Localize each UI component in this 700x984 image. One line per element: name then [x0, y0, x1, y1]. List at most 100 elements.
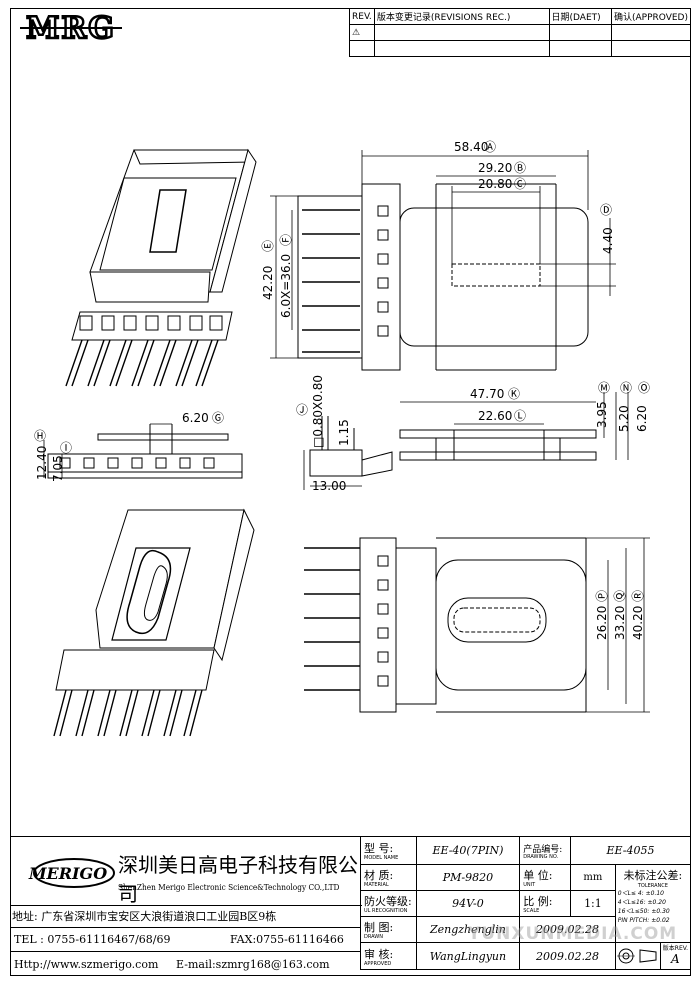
unit-label: 单 位: [523, 869, 553, 882]
company-website[interactable]: Http://www.szmerigo.com [14, 958, 159, 971]
dim-6x36: 6.0X=36.0 [279, 254, 293, 318]
unit-value: mm [570, 864, 616, 891]
dim-4-40: 4.40 [601, 227, 615, 254]
title-block-table: 型 号:MODEL NAME EE-40(7PIN) 产品编号:DRAWING … [360, 836, 692, 970]
scale-label-en: SCALE [523, 908, 540, 914]
dim-42-20: 42.20 [261, 266, 275, 300]
dim-label-o: Ⓞ [638, 381, 650, 395]
dim-label-f: Ⓕ [279, 234, 293, 246]
dim-13-00: 13.00 [312, 479, 346, 493]
material-label-en: MATERIAL [364, 882, 389, 888]
company-name-cn: 深圳美日高电子科技有限公司 [118, 853, 358, 906]
dim-26-20: 26.20 [595, 606, 609, 640]
dim-label-l: Ⓛ [514, 409, 526, 423]
dim-08x08: □0.80X0.80 [311, 375, 325, 448]
company-web-row: Http://www.szmerigo.com E-mail:szmrg168@… [10, 951, 360, 978]
drawn-by-value: Zengzhenglin [415, 916, 521, 943]
approved-label: 审 核: [364, 947, 394, 961]
dimension-labels: 58.40 Ⓐ 29.20 Ⓑ 20.80 Ⓒ Ⓓ 4.40 42.20 Ⓔ 6… [34, 140, 650, 640]
dim-label-i: Ⓘ [60, 441, 72, 455]
tolerance-line: 16＜L≤50: ±0.30 [617, 908, 670, 915]
dim-label-h: Ⓗ [34, 429, 46, 443]
top-view [297, 183, 589, 371]
dim-label-r: Ⓡ [631, 590, 645, 602]
tolerance-label: 未标注公差: [623, 869, 683, 882]
tolerance-line: 4＜L≤16: ±0.20 [617, 899, 666, 906]
technical-drawing: 58.40 Ⓐ 29.20 Ⓑ 20.80 Ⓒ Ⓓ 4.40 42.20 Ⓔ 6… [34, 140, 650, 737]
bottom-view [304, 537, 587, 713]
dim-label-b: Ⓑ [514, 161, 526, 175]
tolerance-label-en: TOLERANCE [637, 883, 668, 889]
drawing-no-value: EE-4055 [570, 836, 691, 865]
flame-label: 防火等级: [364, 895, 412, 908]
flame-value: 94V-0 [415, 890, 521, 917]
projection-symbol-icon [616, 948, 657, 964]
merigo-logo-text: MERIGO [28, 864, 107, 883]
dim-6-20: 6.20 [182, 411, 209, 425]
drawing-no-label: 产品编号: [523, 844, 563, 855]
dim-6-20-b: 6.20 [635, 405, 649, 432]
company-name-en: ShenZhen Merigo Electronic Science&Techn… [118, 883, 340, 892]
dim-label-a: Ⓐ [484, 140, 496, 154]
dim-label-k: Ⓚ [508, 387, 520, 401]
dim-29-20: 29.20 [478, 161, 512, 175]
company-phone-row: TEL : 0755-61116467/68/69 FAX:0755-61116… [10, 927, 360, 952]
material-value: PM-9820 [415, 864, 521, 891]
model-label-en: MODEL NAME [364, 855, 399, 861]
approved-by-value: WangLingyun [415, 942, 521, 970]
rev-cell: 版本REV. A [614, 942, 692, 970]
tolerance-lines: 0＜L≤ 4: ±0.10 4＜L≤16: ±0.20 16＜L≤50: ±0.… [618, 889, 688, 925]
tolerance-line: 0＜L≤ 4: ±0.10 [617, 890, 664, 897]
scale-value: 1:1 [570, 890, 616, 917]
dim-label-d: Ⓓ [600, 203, 612, 217]
dim-58-40: 58.40 [454, 140, 488, 154]
flame-label-en: UL RECOGNITION [364, 908, 408, 914]
dim-1-15: 1.15 [337, 419, 351, 446]
tolerance-line: PIN PITCH: ±0.02 [617, 917, 670, 924]
dim-47-70: 47.70 [470, 387, 504, 401]
dim-label-g: Ⓖ [212, 411, 224, 425]
dim-12-40: 12.40 [35, 446, 49, 480]
company-email[interactable]: E-mail:szmrg168@163.com [176, 958, 330, 971]
iso-view-top [65, 148, 257, 387]
mrg-logo: MRG [16, 12, 126, 46]
dim-22-60: 22.60 [478, 409, 512, 423]
dim-7-05: 7.05 [51, 455, 65, 482]
dim-label-n: Ⓝ [620, 381, 632, 395]
dim-label-m: Ⓜ [598, 381, 610, 395]
drawn-date-value: 2009.02.28 [519, 916, 616, 943]
pin-detail [309, 416, 393, 477]
revision-table: REV. 版本变更记录(REVISIONS REC.) 日期(DAET) 确认(… [349, 8, 691, 57]
dim-label-c: Ⓒ [514, 177, 526, 191]
rev-value: A [671, 952, 680, 966]
dimension-lines [43, 150, 650, 713]
merigo-logo: MERIGO [28, 858, 115, 888]
approved-date-value: 2009.02.28 [519, 942, 616, 970]
dim-label-q: Ⓠ [613, 590, 627, 602]
dim-33-20: 33.20 [613, 606, 627, 640]
side-view-left [47, 424, 243, 479]
material-label: 材 质: [364, 869, 394, 882]
model-label: 型 号: [364, 842, 394, 855]
drawn-label: 制 图: [364, 921, 394, 934]
unit-label-en: UNIT [523, 882, 536, 888]
dim-label-e: Ⓔ [261, 240, 275, 252]
dim-40-20: 40.20 [631, 606, 645, 640]
tolerance-cell: 未标注公差: TOLERANCE 0＜L≤ 4: ±0.10 4＜L≤16: ±… [614, 864, 692, 943]
approved-label-en: APPROVED [364, 960, 392, 967]
dim-label-j: Ⓙ [296, 403, 308, 417]
dim-5-20: 5.20 [617, 405, 631, 432]
dim-label-p: Ⓟ [595, 590, 609, 602]
company-fax: FAX:0755-61116466 [230, 933, 344, 946]
company-tel: TEL : 0755-61116467/68/69 [14, 933, 171, 946]
model-value: EE-40(7PIN) [415, 836, 521, 865]
company-block: MERIGO 深圳美日高电子科技有限公司 ShenZhen Merigo Ele… [10, 836, 362, 978]
drawing-no-label-en: DRAWING NO. [523, 853, 559, 860]
rev-label: 版本REV. [662, 945, 688, 952]
iso-view-bottom [53, 508, 255, 737]
scale-label: 比 例: [523, 895, 553, 908]
dim-20-80: 20.80 [478, 177, 512, 191]
dim-3-95: 3.95 [595, 401, 609, 428]
front-view [399, 429, 597, 461]
company-address: 地址: 广东省深圳市宝安区大浪街道浪口工业园B区9栋 [10, 905, 362, 928]
